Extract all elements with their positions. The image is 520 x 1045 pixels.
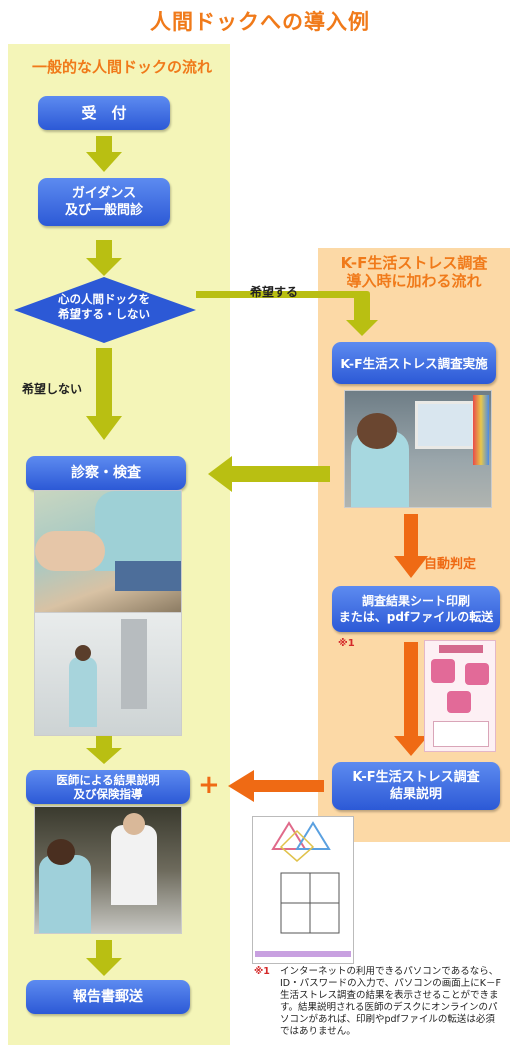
guidance-line2: 及び一般問診	[64, 203, 143, 218]
result-line2: 結果説明	[389, 787, 442, 802]
print-footnote-mark: ※1	[338, 638, 355, 649]
result-explain-box: K-F生活ストレス調査 結果説明	[332, 762, 500, 810]
exam-label: 診察・検査	[71, 464, 141, 481]
report-label: 報告書郵送	[73, 988, 143, 1005]
auto-judge-label: 自動判定	[424, 557, 477, 572]
kf-flow-heading-line1: K-F生活ストレス調査	[340, 254, 488, 272]
explain-box: 医師による結果説明 及び保険指導	[26, 770, 190, 804]
photo-computer-survey	[344, 390, 492, 508]
result-sheet-thumbnail	[424, 640, 496, 752]
print-box: 調査結果シート印刷 または、pdfファイルの転送	[332, 586, 500, 632]
survey-box: K-F生活ストレス調査実施	[332, 342, 496, 384]
survey-label: K-F生活ストレス調査実施	[340, 355, 488, 371]
reception-box: 受 付	[38, 96, 170, 130]
standard-flow-heading: 一般的な人間ドックの流れ	[31, 58, 212, 76]
arrow-print-to-result	[394, 642, 428, 756]
no-label: 希望しない	[22, 382, 83, 396]
print-line1: 調査結果シート印刷	[361, 594, 470, 608]
photo-doctor-consultation	[34, 806, 182, 934]
arrow-exam-to-explain	[86, 734, 122, 764]
result-chart-thumbnail	[252, 816, 354, 964]
photo-blood-pressure	[34, 490, 182, 614]
decision-text: 心の人間ドックを 希望する・しない	[40, 292, 168, 322]
kf-flow-heading-line2: 導入時に加わる流れ	[346, 272, 482, 290]
arrow-yes-path	[196, 291, 378, 336]
decision-diamond	[14, 277, 196, 343]
decision-line1: 心の人間ドックを	[58, 292, 150, 306]
plus-sign: +	[198, 770, 220, 800]
kf-flow-heading: K-F生活ストレス調査 導入時に加わる流れ	[318, 254, 510, 290]
yes-label: 希望する	[250, 285, 299, 299]
guidance-box: ガイダンス 及び一般問診	[38, 178, 170, 226]
decision-line2: 希望する・しない	[58, 307, 150, 321]
photo-xray	[34, 612, 182, 736]
green-arrows	[86, 136, 378, 976]
explain-line1: 医師による結果説明	[56, 773, 160, 787]
footnote-mark: ※1	[254, 966, 270, 977]
footnote-text: インターネットの利用できるパソコンであるなら、ID・パスワードの入力で、パソコン…	[280, 966, 501, 1037]
arrow-survey-to-exam	[208, 456, 330, 492]
arrow-result-to-explain	[228, 770, 324, 802]
arrow-guidance-to-decision	[86, 240, 122, 276]
explain-line2: 及び保険指導	[73, 787, 143, 801]
result-line1: K-F生活ストレス調査	[352, 770, 480, 785]
exam-box: 診察・検査	[26, 456, 186, 490]
report-box: 報告書郵送	[26, 980, 190, 1014]
page-title: 人間ドックへの導入例	[150, 10, 370, 34]
reception-label: 受 付	[81, 103, 127, 122]
orange-arrows	[228, 514, 428, 802]
print-line2: または、pdfファイルの転送	[338, 610, 494, 624]
arrow-auto-judge	[394, 514, 428, 578]
arrow-reception-to-guidance	[86, 136, 122, 172]
guidance-line1: ガイダンス	[71, 186, 137, 201]
arrow-explain-to-report	[86, 940, 122, 976]
arrow-decision-to-exam	[86, 348, 122, 440]
